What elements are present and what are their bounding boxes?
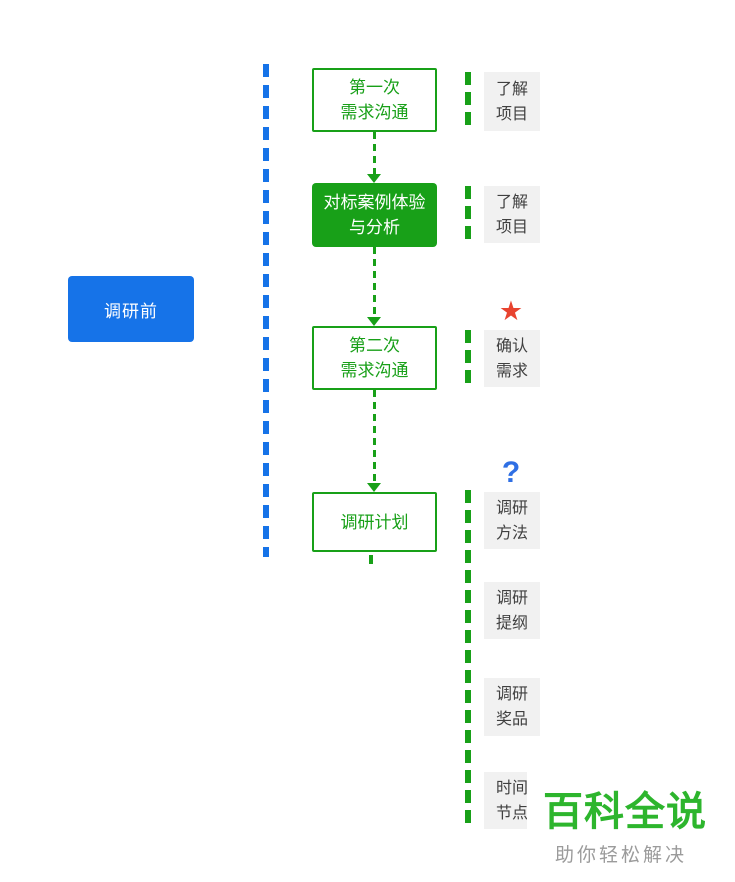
arrow-head-icon bbox=[367, 483, 381, 492]
note-research-outline: 调研 提纲 bbox=[484, 582, 540, 639]
arrow-shaft bbox=[373, 132, 376, 175]
flow-arrow-down bbox=[367, 390, 382, 492]
flow-line-stub bbox=[369, 555, 373, 564]
note-research-method: 调研 方法 bbox=[484, 492, 540, 549]
star-icon: ★ bbox=[498, 296, 524, 326]
watermark-logo: 百科全说 助你轻松解决 bbox=[527, 765, 735, 866]
flow-box-research-plan: 调研计划 bbox=[312, 492, 437, 552]
arrow-shaft bbox=[373, 390, 376, 484]
flow-arrow-down bbox=[367, 247, 382, 326]
rail-segment-dashed-green bbox=[465, 490, 471, 828]
arrow-head-icon bbox=[367, 174, 381, 183]
flow-box-second-communication: 第二次 需求沟通 bbox=[312, 326, 437, 390]
note-understand-project-1: 了解 项目 bbox=[484, 72, 540, 131]
note-research-prizes: 调研 奖品 bbox=[484, 678, 540, 736]
note-understand-project-2: 了解 项目 bbox=[484, 186, 540, 243]
timeline-dashed-line-blue bbox=[263, 64, 269, 557]
flow-box-first-communication: 第一次 需求沟通 bbox=[312, 68, 437, 132]
note-confirm-requirements: 确认 需求 bbox=[484, 330, 540, 387]
arrow-shaft bbox=[373, 247, 376, 318]
rail-segment-dashed-green bbox=[465, 330, 471, 387]
question-mark-icon: ? bbox=[501, 456, 521, 489]
logo-subtitle: 助你轻松解决 bbox=[555, 845, 688, 866]
flow-arrow-down bbox=[367, 132, 382, 183]
logo-title: 百科全说 bbox=[543, 790, 707, 834]
rail-segment-dashed-green bbox=[465, 186, 471, 244]
flow-box-benchmark-analysis: 对标案例体验 与分析 bbox=[312, 183, 437, 247]
stage-box-before-research: 调研前 bbox=[68, 276, 194, 342]
rail-segment-dashed-green bbox=[465, 72, 471, 131]
arrow-head-icon bbox=[367, 317, 381, 326]
